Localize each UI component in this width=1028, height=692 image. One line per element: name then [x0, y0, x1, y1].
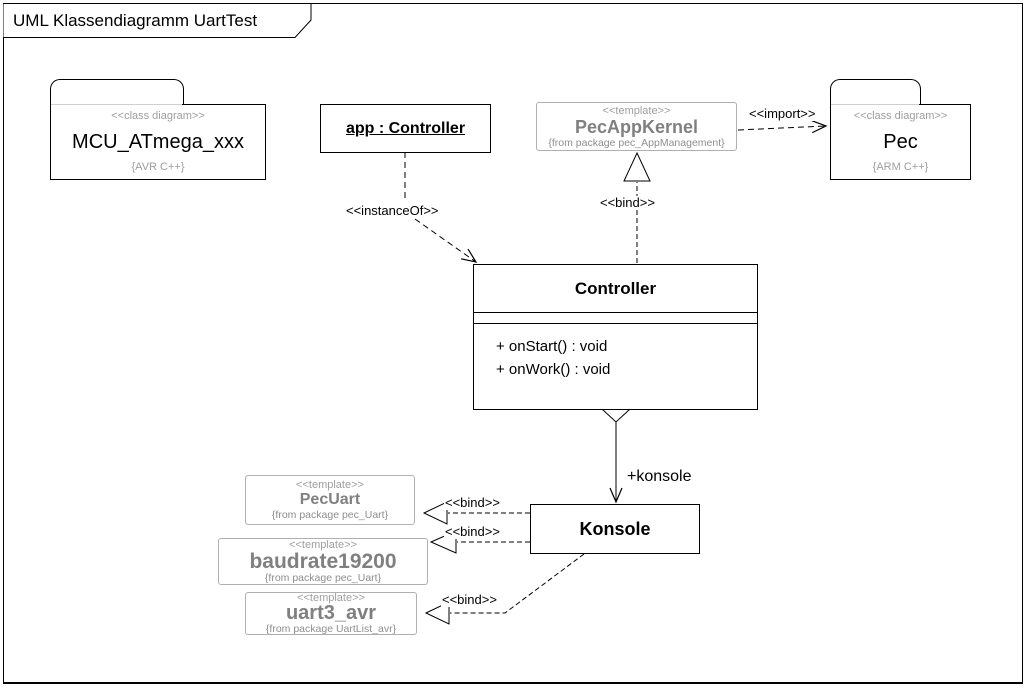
- instanceof-label: <<instanceOf>>: [345, 203, 440, 218]
- class-konsole-name: Konsole: [579, 518, 651, 539]
- operation-onwork: + onWork() : void: [496, 361, 611, 378]
- template-baudrate19200-name: baudrate19200: [249, 550, 397, 573]
- template-uart3-avr-from: {from package UartList_avr}: [265, 623, 397, 635]
- operation-onstart: + onStart() : void: [496, 338, 608, 355]
- object-app-label: app : Controller: [345, 119, 466, 137]
- package-pec-stereotype: <<class diagram>>: [853, 110, 948, 122]
- template-pecappkernel-stereotype: <<template>>: [602, 104, 671, 117]
- package-pec-tab-underline: [831, 104, 919, 105]
- package-mcu-name: MCU_ATmega_xxx: [72, 130, 244, 153]
- package-pec-name: Pec: [883, 130, 918, 153]
- class-controller-attributes: [474, 313, 757, 324]
- template-pecappkernel[interactable]: <<template>> PecAppKernel {from package …: [536, 102, 737, 151]
- template-baudrate19200[interactable]: <<template>> baudrate19200 {from package…: [218, 538, 428, 585]
- class-controller[interactable]: Controller + onStart() : void + onWork()…: [473, 264, 758, 410]
- package-mcu[interactable]: <<class diagram>> MCU_ATmega_xxx {AVR C+…: [50, 104, 266, 180]
- template-uart3-avr-stereotype: <<template>>: [297, 592, 365, 604]
- bind-uart3-label: <<bind>>: [441, 592, 498, 607]
- template-uart3-avr[interactable]: <<template>> uart3_avr {from package Uar…: [245, 592, 417, 635]
- package-mcu-stereotype: <<class diagram>>: [111, 110, 205, 122]
- template-pecappkernel-from: {from package pec_AppManagement}: [548, 136, 725, 149]
- template-baudrate19200-stereotype: <<template>>: [289, 539, 357, 551]
- import-label: <<import>>: [748, 106, 817, 121]
- bind-pecuart-label: <<bind>>: [444, 495, 501, 510]
- package-mcu-tab: [50, 79, 184, 105]
- diagram-frame: [3, 3, 1023, 684]
- package-mcu-tag: {AVR C++}: [131, 161, 185, 173]
- template-baudrate19200-from: {from package pec_Uart}: [264, 572, 382, 584]
- template-pecappkernel-name: PecAppKernel: [574, 116, 699, 137]
- konsole-role-label: +konsole: [626, 468, 693, 485]
- class-controller-name: Controller: [474, 265, 757, 313]
- diagram-title: UML Klassendiagramm UartTest: [13, 11, 258, 30]
- bind-kernel-label: <<bind>>: [599, 195, 656, 210]
- package-pec[interactable]: <<class diagram>> Pec {ARM C++}: [830, 104, 971, 180]
- template-pecuart[interactable]: <<template>> PecUart {from package pec_U…: [245, 475, 415, 525]
- class-konsole[interactable]: Konsole: [530, 504, 700, 554]
- template-pecuart-name: PecUart: [299, 491, 361, 508]
- template-pecuart-from: {from package pec_Uart}: [271, 509, 389, 521]
- package-mcu-tab-underline: [51, 104, 182, 105]
- class-controller-operations: + onStart() : void + onWork() : void: [474, 324, 757, 381]
- template-pecuart-stereotype: <<template>>: [296, 479, 364, 491]
- bind-baudrate-label: <<bind>>: [444, 524, 501, 539]
- object-app-controller[interactable]: app : Controller: [320, 104, 491, 153]
- package-pec-tag: {ARM C++}: [872, 161, 929, 173]
- template-uart3-avr-name: uart3_avr: [285, 602, 377, 624]
- package-pec-tab: [830, 79, 921, 105]
